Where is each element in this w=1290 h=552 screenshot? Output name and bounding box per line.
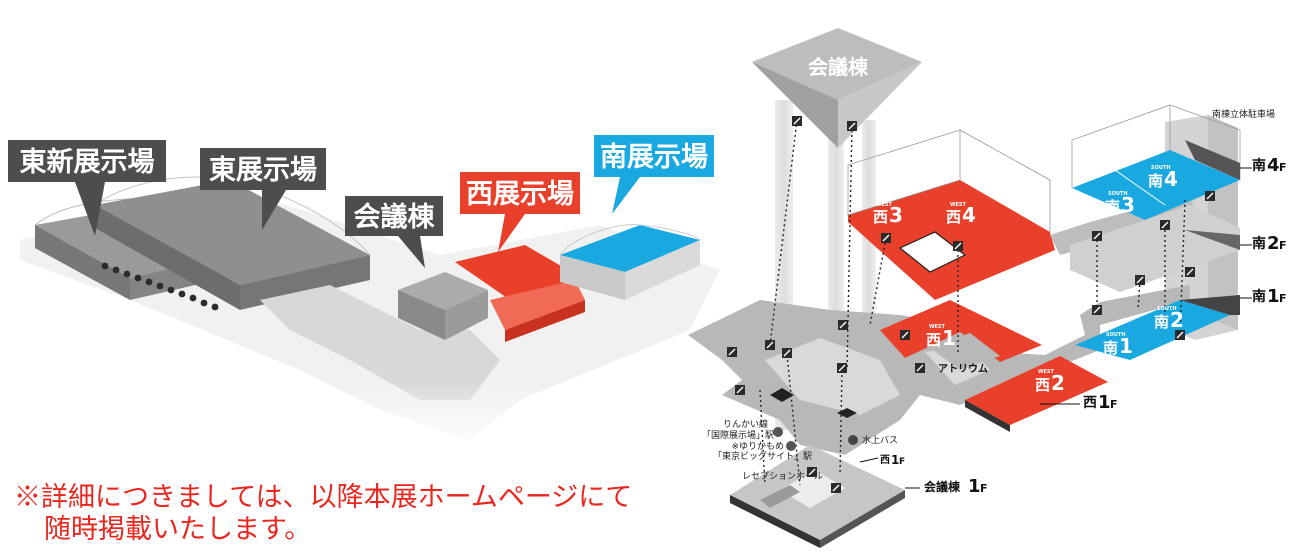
conference-top-building: 会議棟 <box>752 28 922 148</box>
west-1f-hall <box>880 300 1042 362</box>
south-upper-floor <box>1071 104 1241 220</box>
monorail-station-icon <box>786 441 796 451</box>
details-note-line2: 随時掲載いたします。 <box>44 514 312 545</box>
label-east: 東展示場 <box>200 148 326 230</box>
floor-west-1f-small-kanji: 西 <box>880 454 890 466</box>
water-bus-icon <box>848 435 858 445</box>
label-east-new: 東新展示場 <box>8 140 166 236</box>
floor-conf-1f-kanji: 会議棟 <box>924 479 961 494</box>
hall-south4-kanji: 南 <box>1148 172 1163 190</box>
rinkai-label-1: りんかい線 <box>723 418 768 430</box>
details-note: ※詳細につきましては、以降本展ホームページにて 随時掲載いたします。 <box>14 482 734 546</box>
reception-label: レセプションホール <box>742 471 823 482</box>
conference-1f-floor <box>730 445 905 548</box>
floor-south-4f-kanji: 南 <box>1252 157 1266 174</box>
south-hall <box>560 225 700 272</box>
hall-west2-tag: WEST <box>1038 369 1055 375</box>
hall-south1-number: 1 <box>1119 334 1133 358</box>
floor-conf-1f-f: F <box>980 482 988 495</box>
west-upper-floor <box>847 129 1055 300</box>
floor-south-1f-num: 1 <box>1267 286 1280 307</box>
label-south-text: 南展示場 <box>600 142 708 173</box>
floor-south-4f-f: F <box>1279 161 1287 174</box>
floor-map: 会議棟 南棟立体駐車場 <box>688 28 1287 548</box>
hall-west3-number: 3 <box>889 203 903 227</box>
central-walkway <box>260 285 500 400</box>
hall-south4-number: 4 <box>1164 167 1178 191</box>
floor-south-4f-num: 4 <box>1267 155 1280 176</box>
hall-entrances <box>101 262 219 311</box>
conference-top-label: 会議棟 <box>808 55 869 79</box>
rinkai-label-2: 「国際展示場」駅 <box>702 429 774 441</box>
floor-west-1f-f: F <box>1110 398 1118 411</box>
parking-label: 南棟立体駐車場 <box>1212 108 1275 120</box>
hall-south2-tag: SOUTH <box>1157 306 1177 312</box>
hall-south3-tag: SOUTH <box>1108 191 1128 197</box>
floor-west-1f-small-f: F <box>899 457 905 467</box>
hall-west2-number: 2 <box>1051 371 1065 395</box>
atrium-label: アトリウム <box>938 363 988 375</box>
details-note-line1: ※詳細につきましては、以降本展ホームページにて <box>14 482 633 513</box>
hall-west1-kanji: 西 <box>926 331 941 349</box>
floor-west-1f-num: 1 <box>1098 392 1111 413</box>
hall-south2-number: 2 <box>1170 308 1184 332</box>
label-south: 南展示場 <box>594 135 714 214</box>
floor-west-1f-kanji: 西 <box>1083 395 1097 411</box>
yurikamome-label-1: ※ゆりかもめ <box>731 441 784 452</box>
floor-south-2f-f: F <box>1279 239 1287 252</box>
east-hall <box>95 180 370 285</box>
west-2-hall <box>965 356 1108 425</box>
hall-west4-kanji: 西 <box>946 208 961 226</box>
floor-south-1f-kanji: 南 <box>1252 288 1266 305</box>
hall-south2-kanji: 南 <box>1154 313 1169 331</box>
hall-west1-number: 1 <box>942 326 956 350</box>
floor-west-1f-small-num: 1 <box>891 453 899 467</box>
label-conference: 会議棟 <box>345 196 443 268</box>
floor-conf-1f-num: 1 <box>968 476 981 497</box>
label-west: 西展示場 <box>460 172 580 252</box>
hall-west1-tag: WEST <box>929 324 946 330</box>
label-east-text: 東展示場 <box>209 155 317 186</box>
hall-south1-kanji: 南 <box>1103 339 1118 357</box>
floor-south-2f-kanji: 南 <box>1252 235 1266 252</box>
floor-south-1f-f: F <box>1279 292 1287 305</box>
conference-building <box>398 272 488 310</box>
south-1f-hall <box>1075 300 1230 360</box>
label-east-new-text: 東新展示場 <box>20 146 155 178</box>
yurikamome-label-2: 「東京ビッグサイト」駅 <box>713 450 812 462</box>
hall-west2-kanji: 西 <box>1035 376 1050 394</box>
floor-south-2f-num: 2 <box>1267 233 1280 254</box>
water-bus-label: 水上バス <box>862 434 898 446</box>
hall-south3-kanji: 南 <box>1105 198 1120 216</box>
hall-west3-tag: WEST <box>876 202 893 208</box>
hall-south4-tag: SOUTH <box>1151 165 1171 171</box>
hall-west4-tag: WEST <box>950 202 967 208</box>
hall-west4-number: 4 <box>962 203 976 227</box>
hall-south3-number: 3 <box>1121 193 1135 217</box>
hall-south1-tag: SOUTH <box>1106 332 1126 338</box>
train-station-icon <box>773 427 783 437</box>
south-2f <box>1070 205 1240 292</box>
overview-map: 東新展示場 東展示場 会議棟 西展示場 南展示場 <box>0 135 740 460</box>
label-west-text: 西展示場 <box>466 179 574 210</box>
label-conference-text: 会議棟 <box>354 202 436 233</box>
hall-west3-kanji: 西 <box>873 208 888 226</box>
